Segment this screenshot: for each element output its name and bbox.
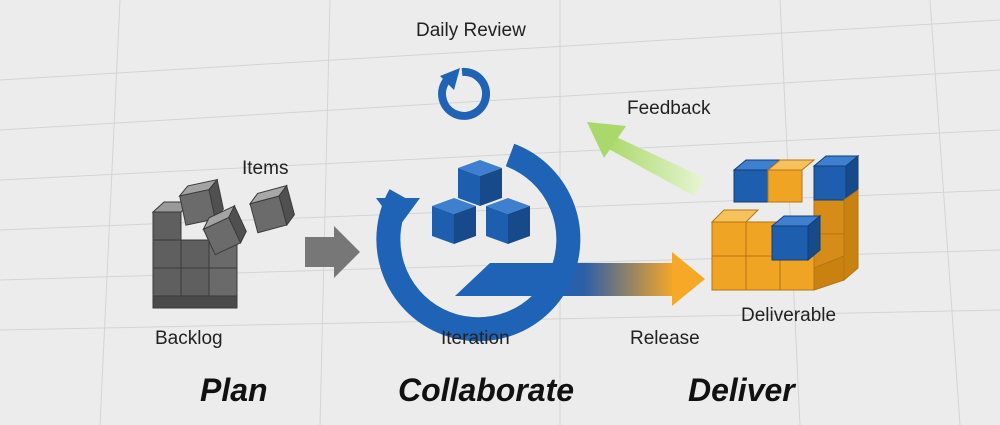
iteration-cubes-icon [432,160,530,244]
release-label: Release [630,328,700,349]
stage-deliver: Deliver [688,372,795,408]
daily-review-cycle-icon [438,67,490,120]
iteration-label: Iteration [441,328,510,349]
plan-to-collaborate-arrow [305,226,360,278]
items-label: Items [242,158,289,179]
backlog-label: Backlog [155,328,223,349]
daily-review-label: Daily Review [416,20,526,41]
feedback-arrow [587,122,705,196]
feedback-label: Feedback [627,98,711,119]
deliverable-label: Deliverable [741,305,837,326]
backlog-cubes-icon [151,178,295,309]
deliverable-cubes-icon [710,154,860,291]
stage-plan: Plan [200,372,268,408]
iteration-cycle-icon [376,143,581,342]
stage-collaborate: Collaborate [398,372,575,408]
item-cube-icon [248,184,295,234]
